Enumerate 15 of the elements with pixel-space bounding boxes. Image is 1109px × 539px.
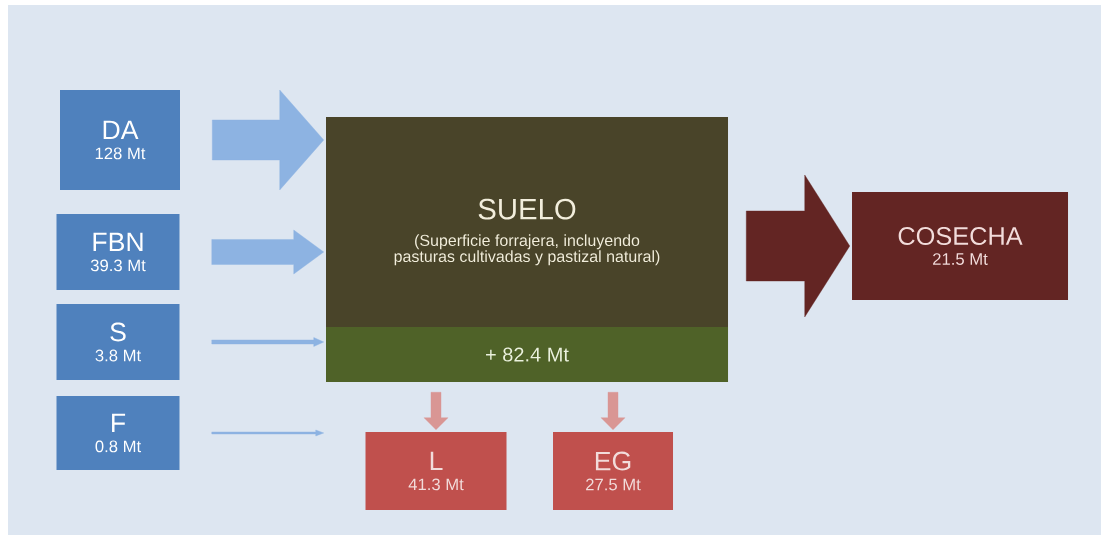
input-box: FBN 39.3 Mt (56, 214, 180, 290)
loss-box: L 41.3 Mt (365, 432, 507, 510)
arrow (746, 174, 850, 318)
harvest-box: COSECHA 21.5 Mt (852, 192, 1068, 300)
arrow (423, 392, 449, 430)
arrow (211, 337, 324, 347)
loss-box: EG 27.5 Mt (553, 432, 673, 510)
arrow (212, 89, 324, 191)
arrow (211, 229, 324, 275)
input-box: F 0.8 Mt (56, 396, 180, 470)
input-box: S 3.8 Mt (56, 304, 180, 380)
arrow (211, 429, 324, 437)
input-box: DA 128 Mt (60, 90, 180, 190)
soil-band: + 82.4 Mt (326, 327, 728, 382)
arrow (600, 392, 626, 430)
